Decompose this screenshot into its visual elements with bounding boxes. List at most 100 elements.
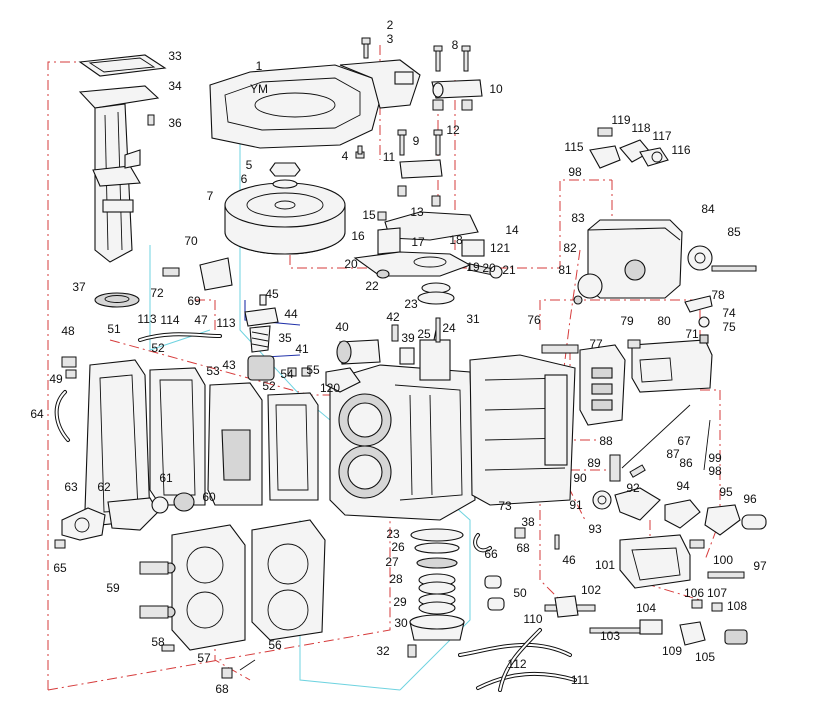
callout-24: 24 xyxy=(442,321,456,335)
bracket-115-119 xyxy=(589,127,669,169)
callout-30: 30 xyxy=(394,616,408,630)
callout-9: 9 xyxy=(413,134,420,148)
callout-108: 108 xyxy=(727,599,747,613)
callout-6: 6 xyxy=(241,172,248,186)
callout-99: 99 xyxy=(708,451,722,465)
svg-text:YM: YM xyxy=(250,82,268,96)
callout-115: 115 xyxy=(564,140,583,154)
callout-14: 14 xyxy=(505,223,519,237)
callout-96: 96 xyxy=(743,492,757,506)
callout-89: 89 xyxy=(587,456,601,470)
callout-84: 84 xyxy=(701,202,715,216)
callout-18: 18 xyxy=(449,233,463,247)
callout-63: 63 xyxy=(64,480,78,494)
callout-42: 42 xyxy=(386,310,400,324)
callout-2: 2 xyxy=(387,18,394,32)
callout-40: 40 xyxy=(335,320,349,334)
callout-97: 97 xyxy=(753,559,767,573)
callout-106: 106 xyxy=(684,586,704,600)
callout-68: 68 xyxy=(215,682,229,696)
hose-114 xyxy=(138,332,222,342)
callout-77: 77 xyxy=(589,337,603,351)
callout-15: 15 xyxy=(362,208,376,222)
callout-48: 48 xyxy=(61,324,75,338)
callout-20: 20 xyxy=(344,257,358,271)
callout-5: 5 xyxy=(246,158,253,172)
callout-23: 23 xyxy=(404,297,418,311)
cylinder-block xyxy=(329,317,476,521)
callout-91: 91 xyxy=(569,498,583,512)
callout-78: 78 xyxy=(711,288,725,302)
callout-113: 113 xyxy=(216,316,235,330)
callout-11: 11 xyxy=(383,150,396,164)
callout-98: 98 xyxy=(568,165,582,179)
callout-4: 4 xyxy=(342,149,349,163)
callout-92: 92 xyxy=(626,481,640,495)
callout-75: 75 xyxy=(722,320,736,334)
callout-21: 21 xyxy=(502,263,516,277)
callout-44: 44 xyxy=(284,307,298,321)
callout-16: 16 xyxy=(351,229,365,243)
callout-51: 51 xyxy=(107,322,121,336)
callout-10: 10 xyxy=(489,82,503,96)
callout-65: 65 xyxy=(53,561,67,575)
callout-119: 119 xyxy=(611,113,630,127)
throttle-rod-67 xyxy=(621,404,711,471)
callout-105: 105 xyxy=(695,650,715,664)
callout-25: 25 xyxy=(417,327,431,341)
callout-52: 52 xyxy=(262,379,276,393)
flywheel xyxy=(224,182,346,255)
stator-plate xyxy=(353,211,503,305)
callout-120: 120 xyxy=(320,381,340,395)
callout-117: 117 xyxy=(652,129,671,143)
callout-107: 107 xyxy=(707,586,727,600)
callout-73: 73 xyxy=(498,499,512,513)
callout-112: 112 xyxy=(507,657,526,671)
callout-101: 101 xyxy=(595,558,615,572)
callout-20: 20 xyxy=(482,261,496,275)
exhaust-tube-assembly xyxy=(78,54,167,308)
callout-94: 94 xyxy=(676,479,690,493)
callout-66: 66 xyxy=(484,547,498,561)
callout-71: 71 xyxy=(685,327,699,341)
callout-52: 52 xyxy=(151,341,165,355)
callout-88: 88 xyxy=(599,434,613,448)
callout-27: 27 xyxy=(385,555,399,569)
callout-72: 72 xyxy=(150,286,164,300)
lever-102-109 xyxy=(544,595,748,646)
callout-83: 83 xyxy=(571,211,585,225)
callout-110: 110 xyxy=(523,612,542,626)
lower-seal-stack xyxy=(407,528,465,658)
fuel-hoses xyxy=(458,533,577,692)
callout-111: 111 xyxy=(571,673,590,687)
callout-86: 86 xyxy=(679,456,693,470)
callout-98: 98 xyxy=(708,464,722,478)
callout-109: 109 xyxy=(662,644,682,658)
callout-103: 103 xyxy=(600,629,620,643)
exhaust-cover-plates xyxy=(61,356,319,526)
callout-95: 95 xyxy=(719,485,733,499)
callout-17: 17 xyxy=(411,235,425,249)
callout-37: 37 xyxy=(72,280,86,294)
callout-56: 56 xyxy=(268,638,282,652)
callout-29: 29 xyxy=(393,595,407,609)
callout-49: 49 xyxy=(49,372,63,386)
callout-104: 104 xyxy=(636,601,656,615)
callout-81: 81 xyxy=(558,263,572,277)
callout-80: 80 xyxy=(657,314,671,328)
callout-70: 70 xyxy=(184,234,198,248)
callout-31: 31 xyxy=(466,312,480,326)
starter-pawl-assembly xyxy=(384,45,483,241)
callout-60: 60 xyxy=(202,490,216,504)
callout-38: 38 xyxy=(521,515,535,529)
callout-22: 22 xyxy=(365,279,379,293)
callout-113: 113 xyxy=(137,312,156,326)
callout-43: 43 xyxy=(222,358,236,372)
hose-64 xyxy=(54,390,70,442)
callout-76: 76 xyxy=(527,313,541,327)
callout-7: 7 xyxy=(207,189,214,203)
callout-93: 93 xyxy=(588,522,602,536)
callout-85: 85 xyxy=(727,225,741,239)
